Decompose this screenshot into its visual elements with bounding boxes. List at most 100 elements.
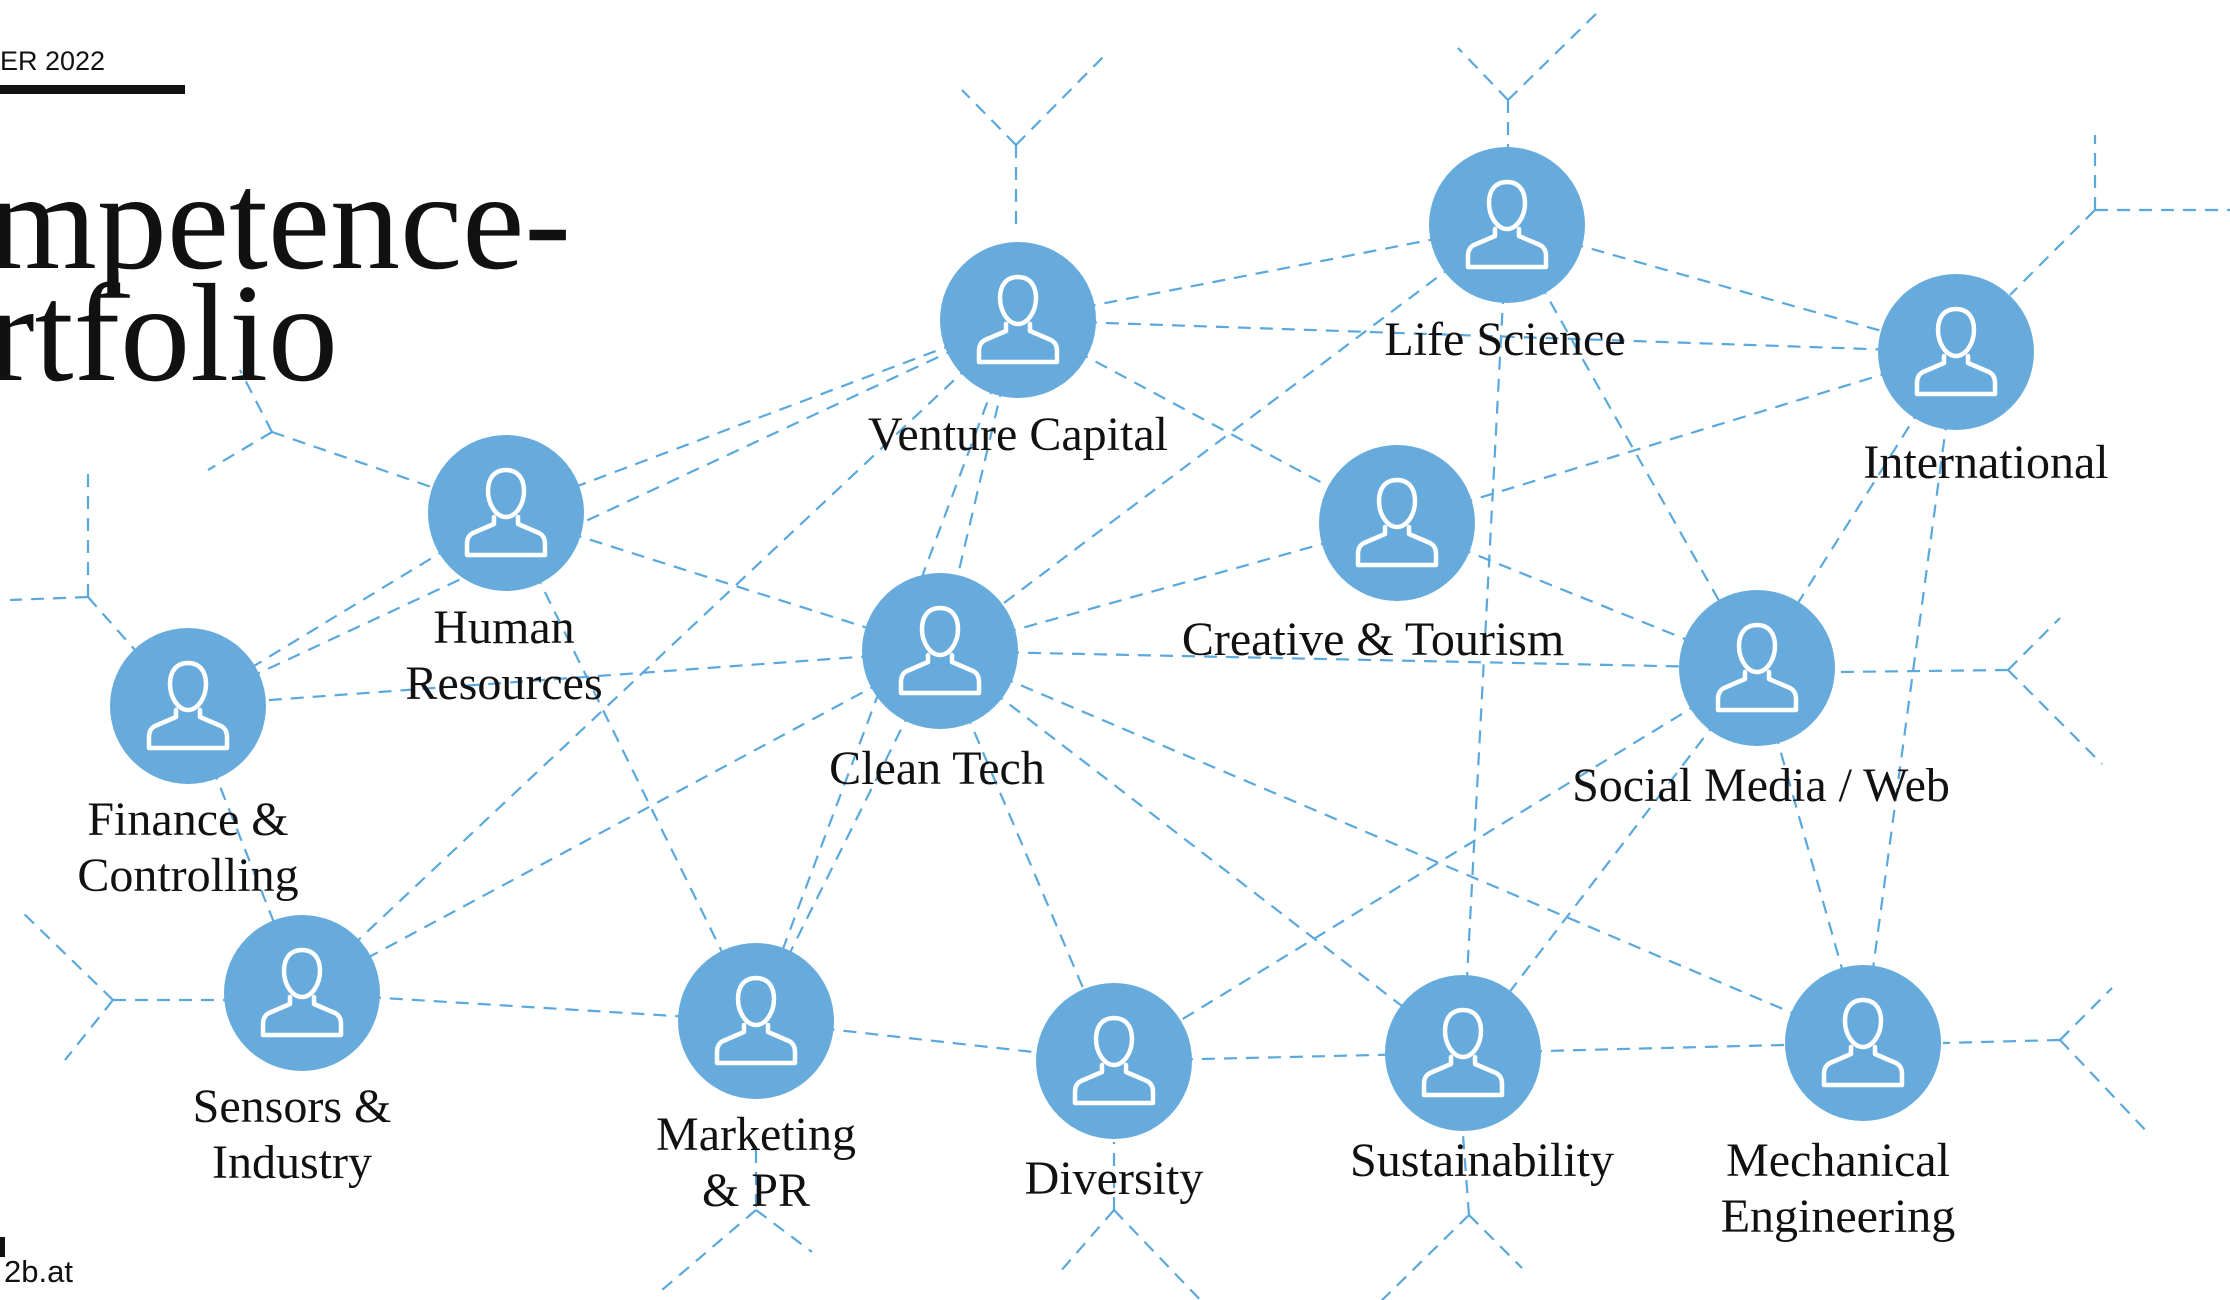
- edge-clean-tech-to-sustainability: [939, 650, 1464, 1054]
- node-label: Finance &: [87, 793, 288, 846]
- node-circle: [428, 435, 584, 591]
- person-icon: [898, 605, 982, 696]
- header-rule: [0, 85, 185, 94]
- connector-stub: [755, 1209, 813, 1253]
- person-icon: [1821, 997, 1905, 1088]
- node-circle: [1319, 445, 1475, 601]
- node-label: Sustainability: [1350, 1134, 1614, 1187]
- connector-stub: [1507, 7, 1603, 101]
- footer-url: 2b.at: [4, 1254, 73, 1289]
- connector-stub: [1837, 668, 2009, 674]
- node-label: Creative & Tourism: [1182, 613, 1564, 666]
- title-line-1: mpetence-: [0, 144, 571, 299]
- edge-social-media-web-to-sustainability: [1462, 667, 1758, 1054]
- date-label: ER 2022: [0, 46, 105, 76]
- connector-stub: [961, 89, 1017, 146]
- person-icon: [1355, 477, 1439, 568]
- node-circle: [1036, 983, 1192, 1139]
- node-sensors-industry: Sensors &Industry: [193, 915, 392, 1189]
- node-circle: [1785, 965, 1941, 1121]
- title-line-2: rtfolio: [0, 256, 338, 411]
- decorative-connector-stubs: [9, 7, 2230, 1300]
- node-venture-capital: Venture Capital: [868, 242, 1168, 461]
- person-icon: [1421, 1007, 1505, 1098]
- connector-stub: [239, 369, 273, 433]
- connector-stub: [9, 595, 89, 602]
- edge-clean-tech-to-social-media-web: [939, 649, 1758, 670]
- node-circle: [940, 242, 1096, 398]
- connector-stub: [1059, 1209, 1115, 1273]
- connector-stub: [1461, 1134, 1471, 1216]
- connector-stub: [1380, 1214, 1470, 1300]
- edge-life-science-to-clean-tech: [939, 224, 1508, 652]
- edge-venture-capital-to-life-science: [1017, 223, 1508, 322]
- edge-human-resources-to-marketing-pr: [505, 512, 757, 1022]
- node-label: Human: [433, 601, 574, 654]
- node-circle: [1385, 975, 1541, 1131]
- connector-stub: [271, 430, 441, 492]
- connector-stub: [207, 431, 273, 471]
- edge-social-media-web-to-diversity: [1113, 667, 1758, 1062]
- connector-stub: [661, 1209, 757, 1291]
- node-circle: [862, 573, 1018, 729]
- node-creative-tourism: Creative & Tourism: [1182, 445, 1564, 666]
- edge-international-to-creative-tourism: [1396, 350, 1957, 525]
- node-label: Life Science: [1384, 313, 1625, 366]
- connector-stub: [1942, 1038, 2061, 1045]
- node-label: Industry: [212, 1136, 372, 1189]
- node-label: International: [1863, 436, 2108, 489]
- edge-life-science-to-social-media-web: [1506, 224, 1758, 669]
- node-international: International: [1863, 274, 2109, 489]
- person-icon: [1072, 1015, 1156, 1106]
- node-label: & PR: [702, 1164, 810, 1217]
- connector-stub: [2059, 1039, 2151, 1136]
- node-label: Controlling: [77, 849, 298, 902]
- person-icon: [260, 947, 344, 1038]
- node-life-science: Life Science: [1384, 147, 1626, 366]
- edge-venture-capital-to-sensors-industry: [301, 319, 1019, 994]
- person-icon: [714, 975, 798, 1066]
- node-label: Engineering: [1721, 1190, 1956, 1243]
- person-icon: [1715, 622, 1799, 713]
- edge-clean-tech-to-sensors-industry: [301, 650, 941, 994]
- edge-clean-tech-to-finance-controlling: [187, 649, 941, 708]
- node-layer: Venture Capital Life ScienceInternational…: [77, 147, 2109, 1243]
- node-label: Diversity: [1025, 1152, 1204, 1205]
- node-circle: [1878, 274, 2034, 430]
- node-circle: [1429, 147, 1585, 303]
- person-icon: [1914, 306, 1998, 397]
- edge-marketing-pr-to-diversity: [755, 1019, 1115, 1063]
- edge-venture-capital-to-human-resources: [505, 318, 1019, 515]
- node-clean-tech: Clean Tech: [829, 573, 1045, 795]
- node-label: Resources: [405, 657, 602, 710]
- node-label: Sensors &: [193, 1080, 392, 1133]
- node-circle: [1679, 590, 1835, 746]
- edge-life-science-to-sustainability: [1461, 224, 1509, 1054]
- person-icon: [146, 660, 230, 751]
- node-circle: [110, 628, 266, 784]
- connector-stub: [2059, 987, 2113, 1041]
- person-icon: [464, 467, 548, 558]
- node-circle: [678, 943, 834, 1099]
- connector-stub: [2009, 209, 2096, 296]
- node-label: Clean Tech: [829, 742, 1045, 795]
- node-label: Social Media / Web: [1572, 759, 1950, 812]
- node-label: Mechanical: [1726, 1134, 1950, 1187]
- connector-stub: [87, 596, 136, 651]
- connector-stub: [1113, 1209, 1202, 1300]
- node-label: Marketing: [656, 1108, 856, 1161]
- connector-stub: [19, 909, 114, 1001]
- node-finance-controlling: Finance &Controlling: [77, 628, 299, 902]
- connector-stub: [64, 999, 114, 1061]
- node-marketing-pr: Marketing& PR: [656, 943, 856, 1217]
- node-circle: [224, 915, 380, 1071]
- node-diversity: Diversity: [1025, 983, 1204, 1205]
- connector-stub: [1468, 1214, 1523, 1269]
- edge-venture-capital-to-international: [1017, 318, 1957, 354]
- connector-stub: [1457, 47, 1509, 101]
- node-sustainability: Sustainability: [1350, 975, 1614, 1187]
- node-social-media-web: Social Media / Web: [1572, 590, 1950, 812]
